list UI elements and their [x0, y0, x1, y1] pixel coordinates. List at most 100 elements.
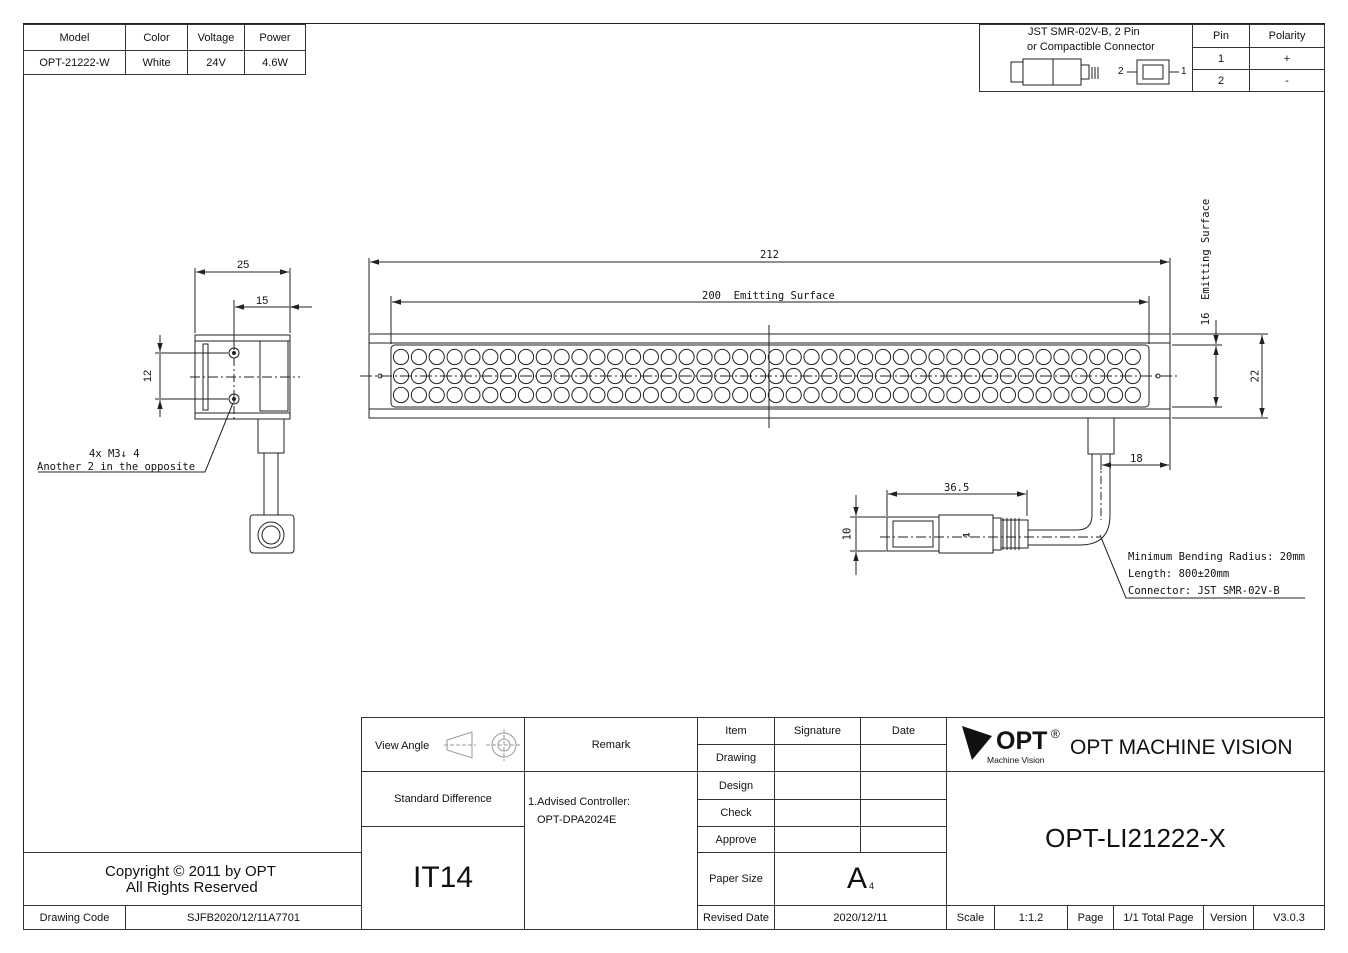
- scale-cell: 1:1.2: [994, 905, 1068, 930]
- led-dot: [946, 348, 963, 366]
- led-dot: [982, 348, 999, 366]
- drawing-code-label: Drawing Code: [39, 911, 110, 924]
- connector-marking: 1: [961, 532, 972, 538]
- led-dot: [1035, 348, 1052, 366]
- led-dot: [1017, 348, 1034, 366]
- remark-cell: [524, 771, 698, 930]
- led-dot: [732, 386, 749, 404]
- led-dot: [857, 348, 874, 366]
- date-label: Date: [891, 725, 916, 737]
- led-dot: [500, 386, 517, 404]
- led-dot: [839, 386, 856, 404]
- paper-size-label: Paper Size: [709, 873, 763, 885]
- led-dot: [928, 348, 945, 366]
- led-dot: [642, 348, 660, 366]
- led-dot: [749, 348, 767, 366]
- led-dot: [571, 386, 588, 404]
- page-value: 1/1 Total Page: [1123, 911, 1194, 924]
- led-dot: [482, 386, 499, 404]
- check-signature: [774, 799, 861, 827]
- check-date: [860, 799, 947, 827]
- emitting-height-label: Emitting Surface: [1200, 198, 1213, 300]
- copyright-line1: Copyright © 2011 by OPT: [105, 863, 276, 880]
- page-label: Page: [1077, 911, 1104, 924]
- approve-row: Approve: [697, 826, 775, 853]
- signature-label: Signature: [793, 725, 842, 737]
- led-dot: [1106, 386, 1124, 404]
- led-dot: [678, 348, 695, 366]
- copyright-line2: All Rights Reserved: [126, 879, 258, 896]
- scale-label: Scale: [956, 911, 985, 924]
- led-dot: [714, 348, 731, 366]
- remark-line2: OPT-DPA2024E: [537, 814, 617, 826]
- led-dot: [696, 348, 713, 366]
- led-dot: [767, 348, 785, 366]
- part-number: OPT-LI21222-X: [1045, 823, 1226, 853]
- connector-icon: [1010, 58, 1179, 86]
- revised-date-label: Revised Date: [702, 911, 770, 924]
- led-dot: [999, 348, 1017, 366]
- signature-header: Signature: [774, 717, 861, 745]
- drawing-date: [860, 744, 947, 772]
- led-dot: [660, 348, 677, 366]
- polarity-header: Polarity: [1249, 24, 1325, 48]
- led-dot: [392, 386, 410, 404]
- led-dot: [642, 386, 660, 404]
- revised-date-label-cell: Revised Date: [697, 905, 775, 930]
- led-dot: [946, 386, 963, 404]
- led-dot: [1017, 386, 1034, 404]
- dim-side-width: 25: [237, 259, 250, 271]
- approve-signature: [774, 826, 861, 853]
- led-dot: [1089, 348, 1106, 366]
- led-dot: [392, 348, 410, 366]
- led-dot: [678, 367, 695, 385]
- logo-subtext: Machine Vision: [987, 755, 1045, 765]
- connector-title-line1: JST SMR-02V-B, 2 Pin: [1028, 26, 1140, 38]
- screw-note-line2: Another 2 in the opposite: [37, 461, 196, 473]
- led-dot: [517, 386, 535, 404]
- led-dot: [767, 386, 785, 404]
- led-dot: [999, 386, 1017, 404]
- led-dot: [464, 386, 481, 404]
- drawing-signature: [774, 744, 861, 772]
- design-date: [860, 771, 947, 800]
- logo-registered: ®: [1051, 727, 1060, 741]
- version-label-cell: Version: [1203, 905, 1254, 930]
- drawing-code-label-cell: Drawing Code: [23, 905, 126, 930]
- led-dot: [964, 386, 981, 404]
- led-dot: [517, 367, 535, 385]
- led-dot: [410, 386, 427, 404]
- led-dot: [624, 348, 642, 366]
- check-row: Check: [697, 799, 775, 827]
- led-dot: [1053, 348, 1070, 366]
- led-dot: [892, 348, 909, 366]
- led-dot: [607, 386, 624, 404]
- led-dot: [874, 348, 892, 366]
- dim-connector-length: 36.5: [944, 482, 970, 494]
- led-dot: [571, 348, 588, 366]
- led-dot: [696, 386, 713, 404]
- led-dot: [1017, 367, 1034, 385]
- remark-header-cell: Remark: [524, 717, 698, 772]
- led-dot: [857, 367, 874, 385]
- paper-size-letter: A: [846, 862, 867, 895]
- led-dot: [982, 386, 999, 404]
- opt-logo-icon: [962, 726, 992, 760]
- polarity-2: -: [1249, 69, 1325, 92]
- connector-pin-label-2: 2: [1118, 66, 1124, 77]
- remark-line1: 1.Advised Controller:: [528, 796, 631, 808]
- led-dot: [857, 386, 874, 404]
- paper-size-label-cell: Paper Size: [697, 852, 775, 906]
- cable-note-line3: Connector: JST SMR-02V-B: [1128, 585, 1280, 597]
- led-dot: [714, 386, 731, 404]
- led-dot: [517, 348, 535, 366]
- pin-2: 2: [1192, 69, 1250, 92]
- page-value-cell: 1/1 Total Page: [1113, 905, 1204, 930]
- approve-date: [860, 826, 947, 853]
- standard-difference-label: Standard Difference: [394, 793, 492, 805]
- led-dot: [1071, 348, 1088, 366]
- connector-title-line2: or Compactible Connector: [1027, 41, 1155, 53]
- led-dot: [785, 386, 802, 404]
- led-dot: [446, 348, 463, 366]
